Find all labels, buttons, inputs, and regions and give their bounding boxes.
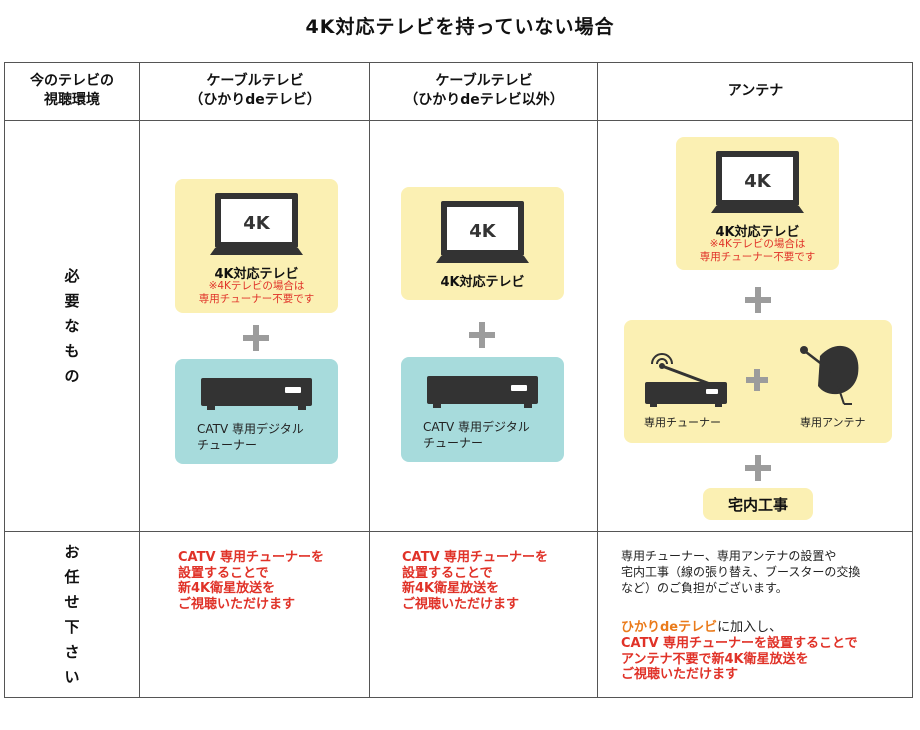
result-line: 新4K衛星放送を (178, 581, 276, 596)
col-divider-3 (597, 62, 598, 698)
plus-icon (745, 455, 771, 481)
result-line: CATV 専用チューナーを (178, 550, 325, 565)
tv-label: 4K対応テレビ (715, 225, 800, 240)
needs-char: な (64, 316, 80, 335)
needs-char: の (64, 366, 80, 385)
header-col2-line2: （ひかりdeテレビ以外） (404, 92, 564, 108)
plus-icon (243, 325, 269, 351)
tv-note-line1: ※4Kテレビの場合は (709, 238, 806, 250)
antenna-result: CATV 専用チューナーを設置することで アンテナ不要で新4K衛星放送を ご視聴… (621, 636, 858, 683)
table-border-bottom (4, 697, 913, 698)
needs-char: も (64, 341, 80, 360)
result-line: CATV 専用チューナーを (402, 550, 549, 565)
header-col1-line1: ケーブルテレビ (206, 73, 304, 89)
row-label-leave-it: お 任 せ 下 さ い (4, 532, 140, 697)
tv-note-line1: ※4Kテレビの場合は (208, 280, 305, 292)
result-line: 新4K衛星放送を (402, 581, 500, 596)
row-divider (4, 531, 913, 532)
tv-icon: 4K (210, 193, 303, 255)
tuner-with-antenna-icon (645, 353, 727, 407)
tv-icon: 4K (436, 201, 529, 263)
page-title: 4K対応テレビを持っていない場合 (305, 16, 615, 38)
antenna-equipment-card: 専用チューナー 専用アンテナ (624, 320, 892, 443)
tv-screen-text: 4K (744, 171, 772, 192)
stb-card: CATV 専用デジタル チューナー (401, 357, 564, 462)
tv-screen-text: 4K (469, 221, 497, 242)
tv-label: 4K対応テレビ (440, 275, 525, 290)
header-divider (4, 120, 913, 121)
set-top-box-icon (201, 378, 312, 410)
tv-note-line2: 専用チューナー不要です (198, 293, 315, 305)
leave-char: さ (64, 642, 80, 661)
leave-char: せ (64, 592, 80, 611)
plus-icon (469, 322, 495, 348)
leave-char: い (64, 667, 80, 686)
header-cable-hikari: ケーブルテレビ （ひかりdeテレビ） (140, 62, 370, 120)
table-border-top (4, 62, 913, 63)
table-border-right (912, 62, 913, 698)
result-line: CATV 専用チューナーを設置することで (621, 636, 858, 651)
stb-card: CATV 専用デジタル チューナー (175, 359, 338, 464)
header-row-label: 今のテレビの視聴環境 (4, 62, 140, 120)
stb-label-line2: チューナー (197, 438, 258, 452)
needs-char: 要 (64, 291, 80, 310)
construction-card: 宅内工事 (703, 488, 813, 520)
brand-name: ひかりdeテレビ (621, 620, 718, 635)
col-divider-2 (369, 62, 370, 698)
header-col1-line2: （ひかりdeテレビ） (189, 92, 321, 108)
stb-label-line1: CATV 専用デジタル (197, 422, 304, 436)
cable-other-result: CATV 専用チューナーを 設置することで 新4K衛星放送を ご視聴いただけます (402, 550, 548, 612)
satellite-dish-icon (800, 345, 859, 405)
header-antenna: アンテナ (598, 62, 913, 120)
result-line: ご視聴いただけます (402, 596, 520, 612)
needs-char: 必 (64, 266, 80, 285)
row-label-needs: 必 要 な も の (4, 121, 140, 531)
plus-icon (745, 287, 771, 313)
antenna-intro: 専用チューナー、専用アンテナの設置や 宅内工事（線の張り替え、ブースターの交換 … (621, 548, 860, 596)
tv-icon: 4K (711, 151, 804, 213)
tv-card: 4K 4K対応テレビ ※4Kテレビの場合は 専用チューナー不要です (175, 179, 338, 313)
cable-hikari-result: CATV 専用チューナーを 設置することで 新4K衛星放送を ご視聴いただけます (178, 550, 324, 612)
tv-screen-text: 4K (243, 213, 271, 234)
plus-icon (746, 369, 768, 391)
col-divider-1 (139, 62, 140, 698)
tv-note-line2: 専用チューナー不要です (699, 251, 816, 263)
tv-card: 4K 4K対応テレビ (401, 187, 564, 300)
leave-char: 下 (64, 617, 80, 636)
intro-line: 専用チューナー、専用アンテナの設置や (621, 549, 837, 563)
header-row-label-line1: 今のテレビの (30, 73, 114, 89)
stb-label-line2: チューナー (423, 436, 484, 450)
dish-label: 専用アンテナ (800, 416, 866, 429)
result-line: ご視聴いただけます (178, 596, 296, 612)
result-line: 設置することで (402, 565, 493, 581)
table-border-left (4, 62, 5, 698)
header-col3: アンテナ (727, 82, 784, 99)
join-text: に加入し、 (717, 620, 783, 635)
antenna-join-line: ひかりdeテレビに加入し、 (621, 620, 782, 636)
set-top-box-icon (427, 376, 538, 408)
header-row-label-line2: 視聴環境 (44, 92, 100, 108)
intro-line: 宅内工事（線の張り替え、ブースターの交換 (621, 565, 861, 579)
leave-char: 任 (64, 567, 80, 586)
header-cable-other: ケーブルテレビ （ひかりdeテレビ以外） (370, 62, 598, 120)
header-col2-line1: ケーブルテレビ (435, 73, 533, 89)
result-line: アンテナ不要で新4K衛星放送を (621, 651, 809, 667)
tv-card: 4K 4K対応テレビ ※4Kテレビの場合は 専用チューナー不要です (676, 137, 839, 270)
leave-char: お (64, 542, 80, 561)
intro-line: など）のご負担がございます。 (621, 581, 788, 595)
stb-label-line1: CATV 専用デジタル (423, 420, 530, 434)
tuner-label: 専用チューナー (644, 416, 721, 429)
construction-label: 宅内工事 (727, 495, 788, 514)
result-line: 設置することで (178, 565, 269, 581)
result-line: ご視聴いただけます (621, 667, 739, 682)
tv-label: 4K対応テレビ (214, 267, 299, 282)
comparison-table: 今のテレビの視聴環境 ケーブルテレビ （ひかりdeテレビ） ケーブルテレビ （ひかり… (4, 62, 913, 698)
